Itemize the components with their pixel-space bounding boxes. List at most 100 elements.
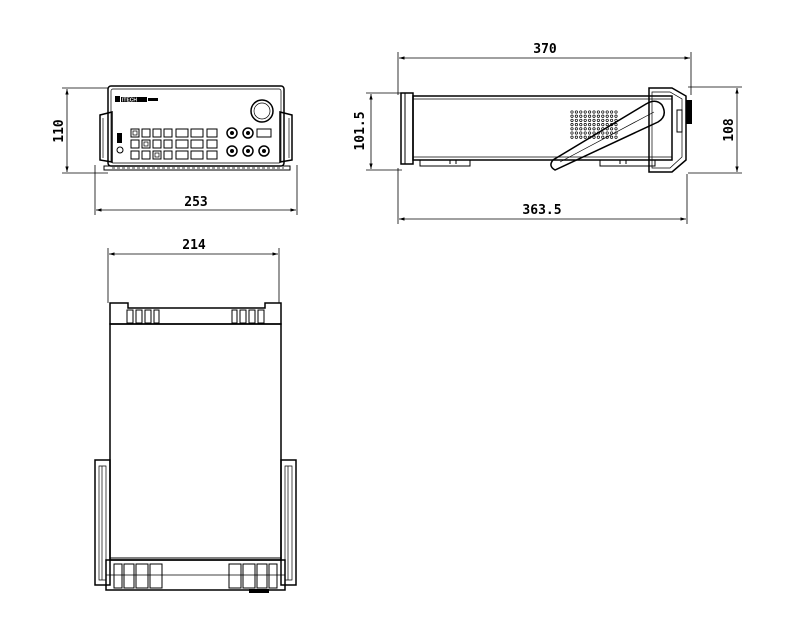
logo [121,97,147,102]
top-view: 214 [94,238,297,593]
vent-hole [588,114,592,118]
vent-hole [601,135,605,139]
top-body [109,323,282,561]
vent-hole [601,114,605,118]
side-vent-holes [570,110,618,139]
top-handle-left [94,459,111,586]
vent-hole [596,123,600,127]
vent-hole [574,127,578,131]
vent-hole [570,114,574,118]
vent-hole [583,110,587,114]
vent-hole [570,135,574,139]
vent-hole [605,118,609,122]
vent-hole [574,135,578,139]
vent-hole [579,123,583,127]
vent-hole [570,118,574,122]
vent-hole [583,114,587,118]
vent-hole [610,127,614,131]
front-handle-right [279,111,293,163]
front-height-dimension: 110 [52,87,108,174]
vent-hole [570,131,574,135]
top-width-dimension: 214 [107,238,280,303]
vent-hole [570,127,574,131]
vent-hole [579,118,583,122]
vent-hole [596,110,600,114]
vent-hole [579,110,583,114]
keypad [130,128,218,160]
side-rear-height-label: 108 [722,118,737,142]
logo-text: ITECH [122,98,137,104]
vent-hole [614,127,618,131]
side-front-bezel [400,92,414,165]
vent-hole [610,135,614,139]
vent-hole [583,118,587,122]
vent-hole [574,118,578,122]
vent-hole [574,110,578,114]
vent-hole [592,110,596,114]
vent-hole [592,114,596,118]
vent-hole [583,131,587,135]
vent-hole [588,110,592,114]
output-terminals [226,127,272,157]
vent-hole [610,118,614,122]
vent-hole [605,110,609,114]
vent-hole [596,135,600,139]
vent-hole [596,114,600,118]
power-switch [117,133,122,143]
vent-hole [601,110,605,114]
vent-hole [570,110,574,114]
vent-hole [592,127,596,131]
vent-hole [596,118,600,122]
front-bottom-rail [103,165,291,171]
vent-hole [592,123,596,127]
vent-hole [614,114,618,118]
vent-hole [614,123,618,127]
side-view: 370 101.5 108 [353,42,742,224]
vent-hole [610,110,614,114]
rear-handle-bracket [648,87,687,173]
side-front-height-label: 101.5 [353,111,368,150]
top-front-panel [105,559,286,591]
vent-hole [605,131,609,135]
top-knob-edge [249,589,269,593]
front-width-dimension: 253 [94,165,298,215]
front-handle-left [99,111,113,163]
front-height-label: 110 [52,119,67,143]
top-width-label: 214 [182,238,206,253]
side-handle [550,100,665,171]
vent-hole [601,123,605,127]
vent-hole [574,131,578,135]
side-body-length-dimension: 363.5 [397,168,688,224]
vent-hole [579,135,583,139]
side-rear-height-dimension: 108 [688,86,742,174]
vent-hole [579,114,583,118]
vent-hole [605,114,609,118]
vent-hole [574,123,578,127]
side-body [412,95,673,161]
vent-hole [614,135,618,139]
rear-connector [686,100,692,124]
vent-hole [579,127,583,131]
side-length-dimension: 370 [397,42,692,95]
vent-hole [570,123,574,127]
vent-hole [610,114,614,118]
vent-hole [588,127,592,131]
vent-hole [596,127,600,131]
vent-hole [601,131,605,135]
vent-hole [588,118,592,122]
front-width-label: 253 [184,195,207,210]
vent-hole [588,131,592,135]
side-body-length-label: 363.5 [522,203,561,218]
vent-hole [583,123,587,127]
vent-hole [579,131,583,135]
vent-hole [592,118,596,122]
top-handle-right [280,459,297,586]
vent-hole [583,135,587,139]
vent-hole [605,123,609,127]
front-view: 110 ITECH [52,85,298,215]
side-length-label: 370 [533,42,557,57]
vent-hole [574,114,578,118]
rotary-knob [250,99,274,123]
side-front-height-dimension: 101.5 [353,92,402,171]
